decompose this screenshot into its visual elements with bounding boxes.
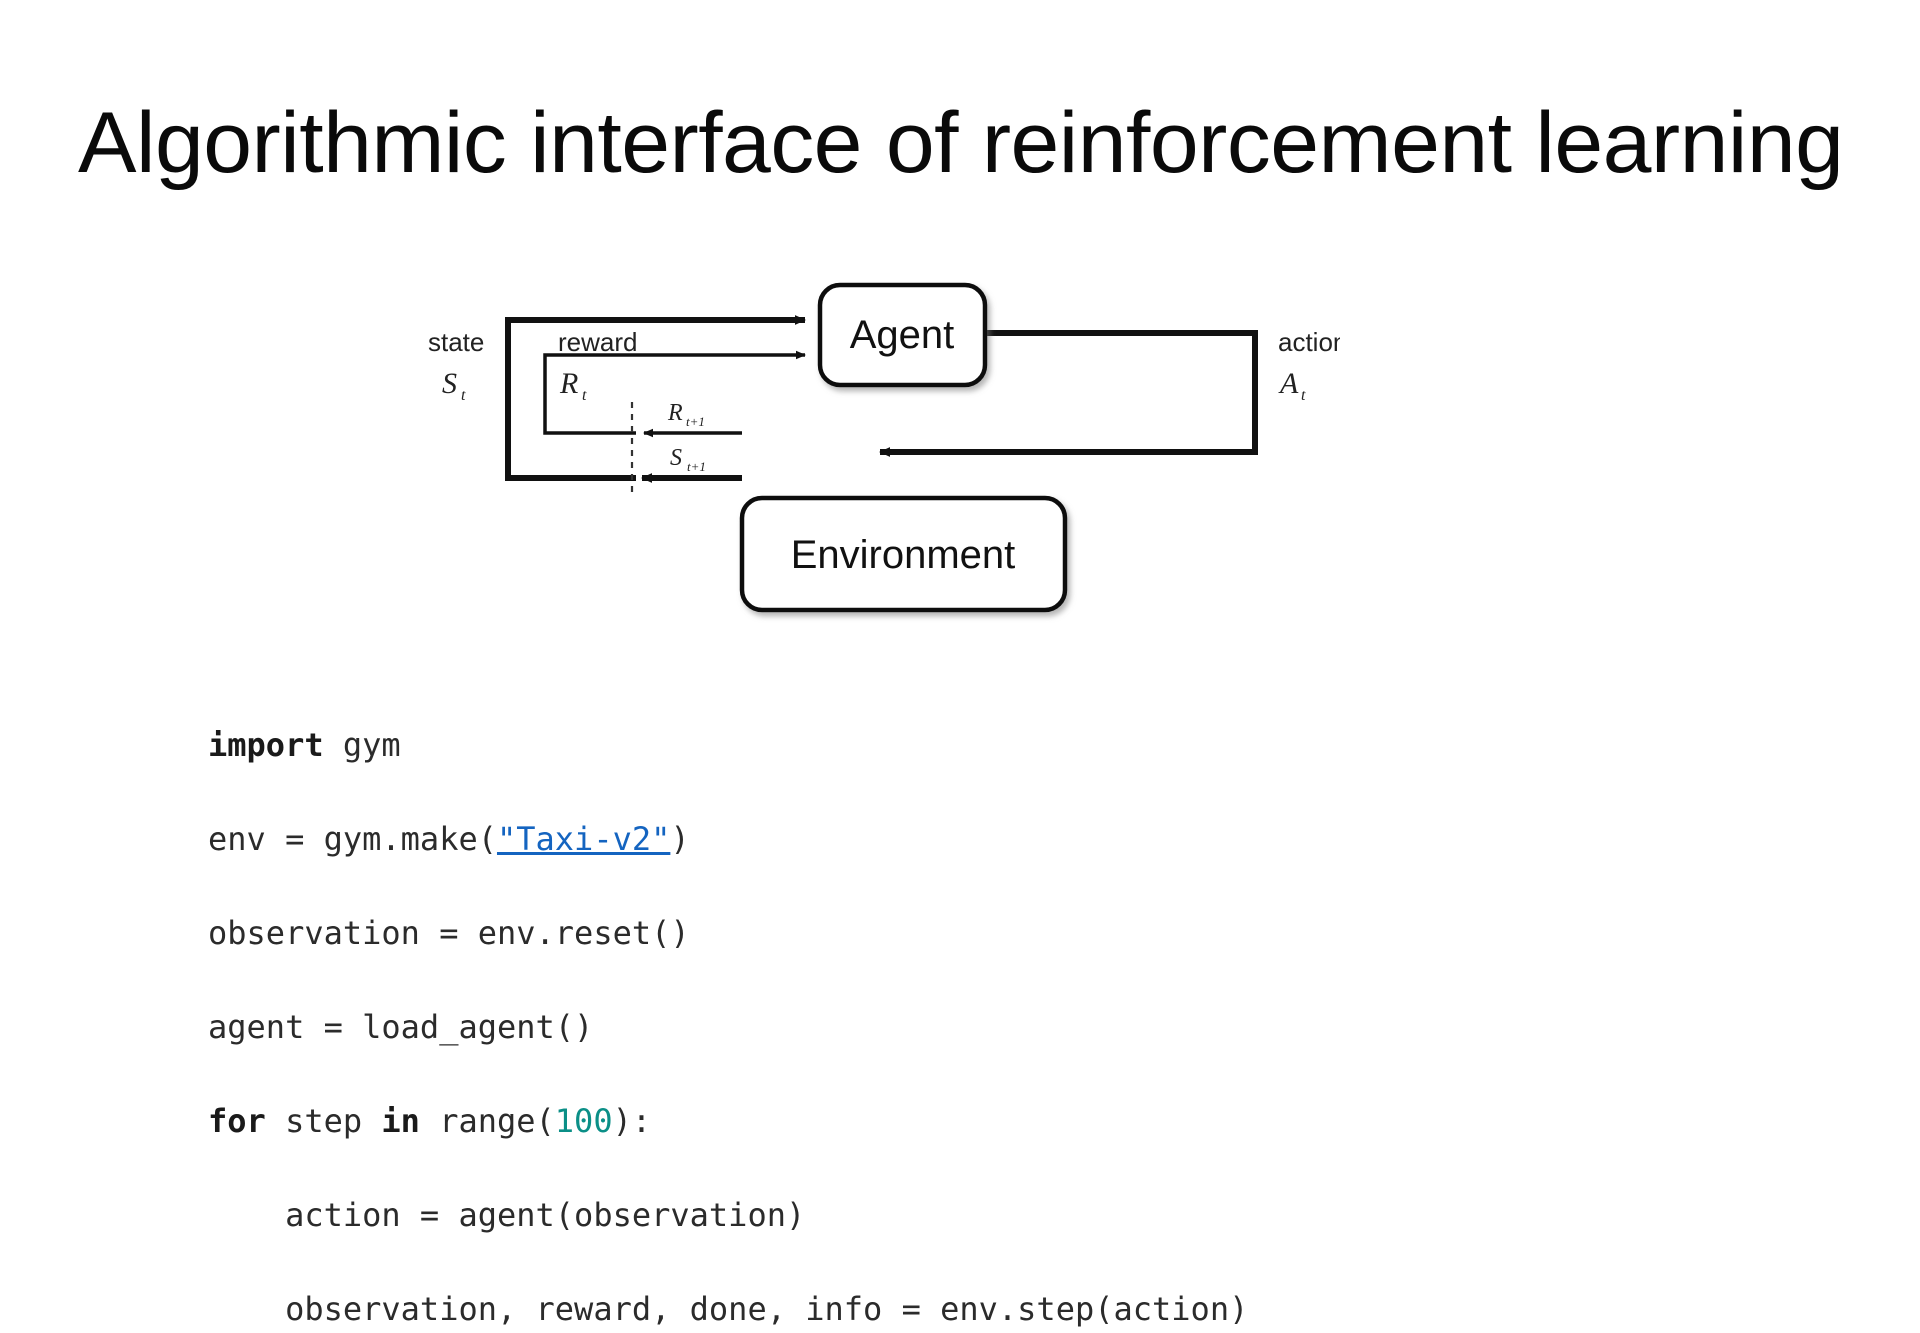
reward-next-subscript: t+1 <box>686 414 705 429</box>
environment-node-label: Environment <box>791 533 1016 577</box>
code-block: import gym env = gym.make("Taxi-v2") obs… <box>208 722 1248 1333</box>
state-edge <box>505 315 806 481</box>
action-symbol: A <box>1278 367 1299 400</box>
page-title: Algorithmic interface of reinforcement l… <box>78 94 1844 191</box>
reward-edge <box>543 350 806 435</box>
state-next-symbol: S <box>670 445 682 471</box>
agent-node[interactable]: Agent <box>817 282 988 388</box>
code-text: ) <box>670 820 690 858</box>
state-label-group: state S t <box>428 327 484 404</box>
code-link-taxi-v2[interactable]: "Taxi-v2" <box>496 820 671 858</box>
state-next-label-group: S t+1 <box>670 445 706 474</box>
reward-label-group: reward R t <box>558 327 637 404</box>
action-symbol-subscript: t <box>1301 387 1306 404</box>
code-line: env = gym.make("Taxi-v2") <box>208 816 1248 863</box>
code-keyword: for <box>208 1102 266 1140</box>
code-text: env = gym.make( <box>208 820 497 858</box>
code-number: 100 <box>554 1102 613 1140</box>
code-text: observation, reward, done, info = env.st… <box>208 1290 1249 1328</box>
agent-node-label: Agent <box>850 313 955 357</box>
reward-symbol-subscript: t <box>582 387 587 404</box>
code-text: agent = load_agent() <box>208 1008 594 1046</box>
state-symbol-subscript: t <box>461 387 466 404</box>
environment-node[interactable]: Environment <box>739 495 1068 613</box>
reward-next-symbol: R <box>667 400 683 426</box>
code-text: action = agent(observation) <box>208 1196 806 1234</box>
code-line: action = agent(observation) <box>208 1192 1248 1239</box>
code-keyword: in <box>381 1102 420 1140</box>
code-line: observation, reward, done, info = env.st… <box>208 1286 1248 1333</box>
code-text: step <box>265 1102 382 1140</box>
reward-label: reward <box>558 327 637 357</box>
action-label-group: action A t <box>1278 327 1340 404</box>
code-keyword: import <box>208 726 324 764</box>
state-symbol: S <box>442 367 457 400</box>
rl-loop-diagram: Agent Environment state S t reward R t a… <box>380 250 1340 650</box>
code-text: ): <box>612 1102 652 1140</box>
action-edge <box>879 330 1258 457</box>
action-label: action <box>1278 327 1340 357</box>
reward-symbol: R <box>559 367 578 400</box>
code-line: import gym <box>208 722 1248 769</box>
code-line: observation = env.reset() <box>208 910 1248 957</box>
code-text: observation = env.reset() <box>208 914 690 952</box>
code-text: gym <box>323 726 401 764</box>
code-line: agent = load_agent() <box>208 1004 1248 1051</box>
reward-next-label-group: R t+1 <box>667 400 705 429</box>
code-line: for step in range(100): <box>208 1098 1248 1145</box>
code-text: range( <box>419 1102 555 1140</box>
state-label: state <box>428 327 484 357</box>
state-next-subscript: t+1 <box>687 459 706 474</box>
